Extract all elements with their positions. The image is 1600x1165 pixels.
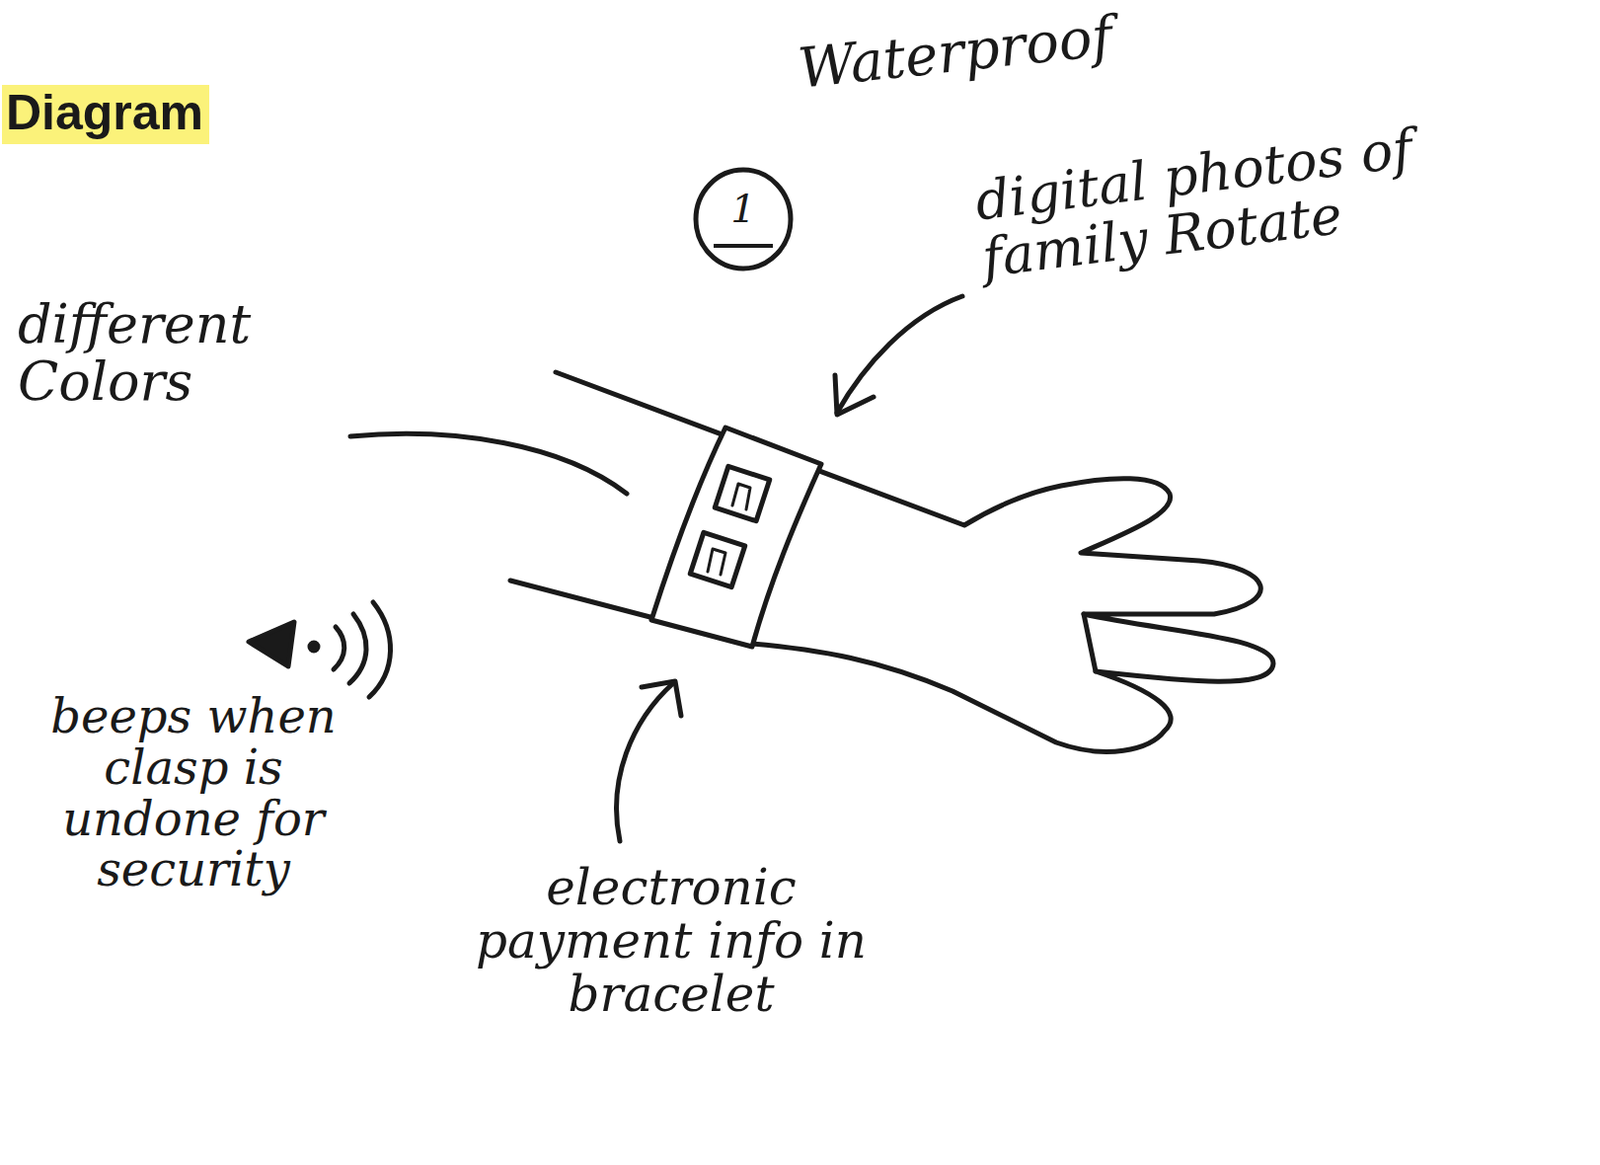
- feature-note: digital photos of family Rotate: [972, 111, 1496, 289]
- photo-frame: [714, 465, 769, 521]
- bracelet-band: [651, 427, 822, 647]
- leader-arrow: [837, 296, 963, 413]
- diagram-title: Diagram: [1, 84, 210, 145]
- photo-frame: [689, 532, 745, 587]
- callout-number: 1: [684, 165, 803, 244]
- feature-note: electronic payment info in bracelet: [463, 860, 879, 1021]
- leader-arrow: [616, 683, 674, 841]
- finger-line: [1083, 613, 1096, 672]
- leader-line: [350, 433, 627, 494]
- arrowhead: [641, 681, 682, 716]
- feature-note: different Colors: [17, 296, 344, 412]
- feature-note: Waterproof: [795, 0, 1215, 99]
- arrowhead: [835, 375, 874, 415]
- feature-note: beeps when clasp is undone for security: [15, 690, 372, 896]
- speaker-icon: [309, 642, 318, 651]
- sound-waves: [333, 602, 391, 697]
- callout-circle: 1: [684, 165, 803, 273]
- speaker-icon: [248, 621, 295, 667]
- arm-outline: [510, 372, 1274, 752]
- photo-figure: [707, 483, 751, 575]
